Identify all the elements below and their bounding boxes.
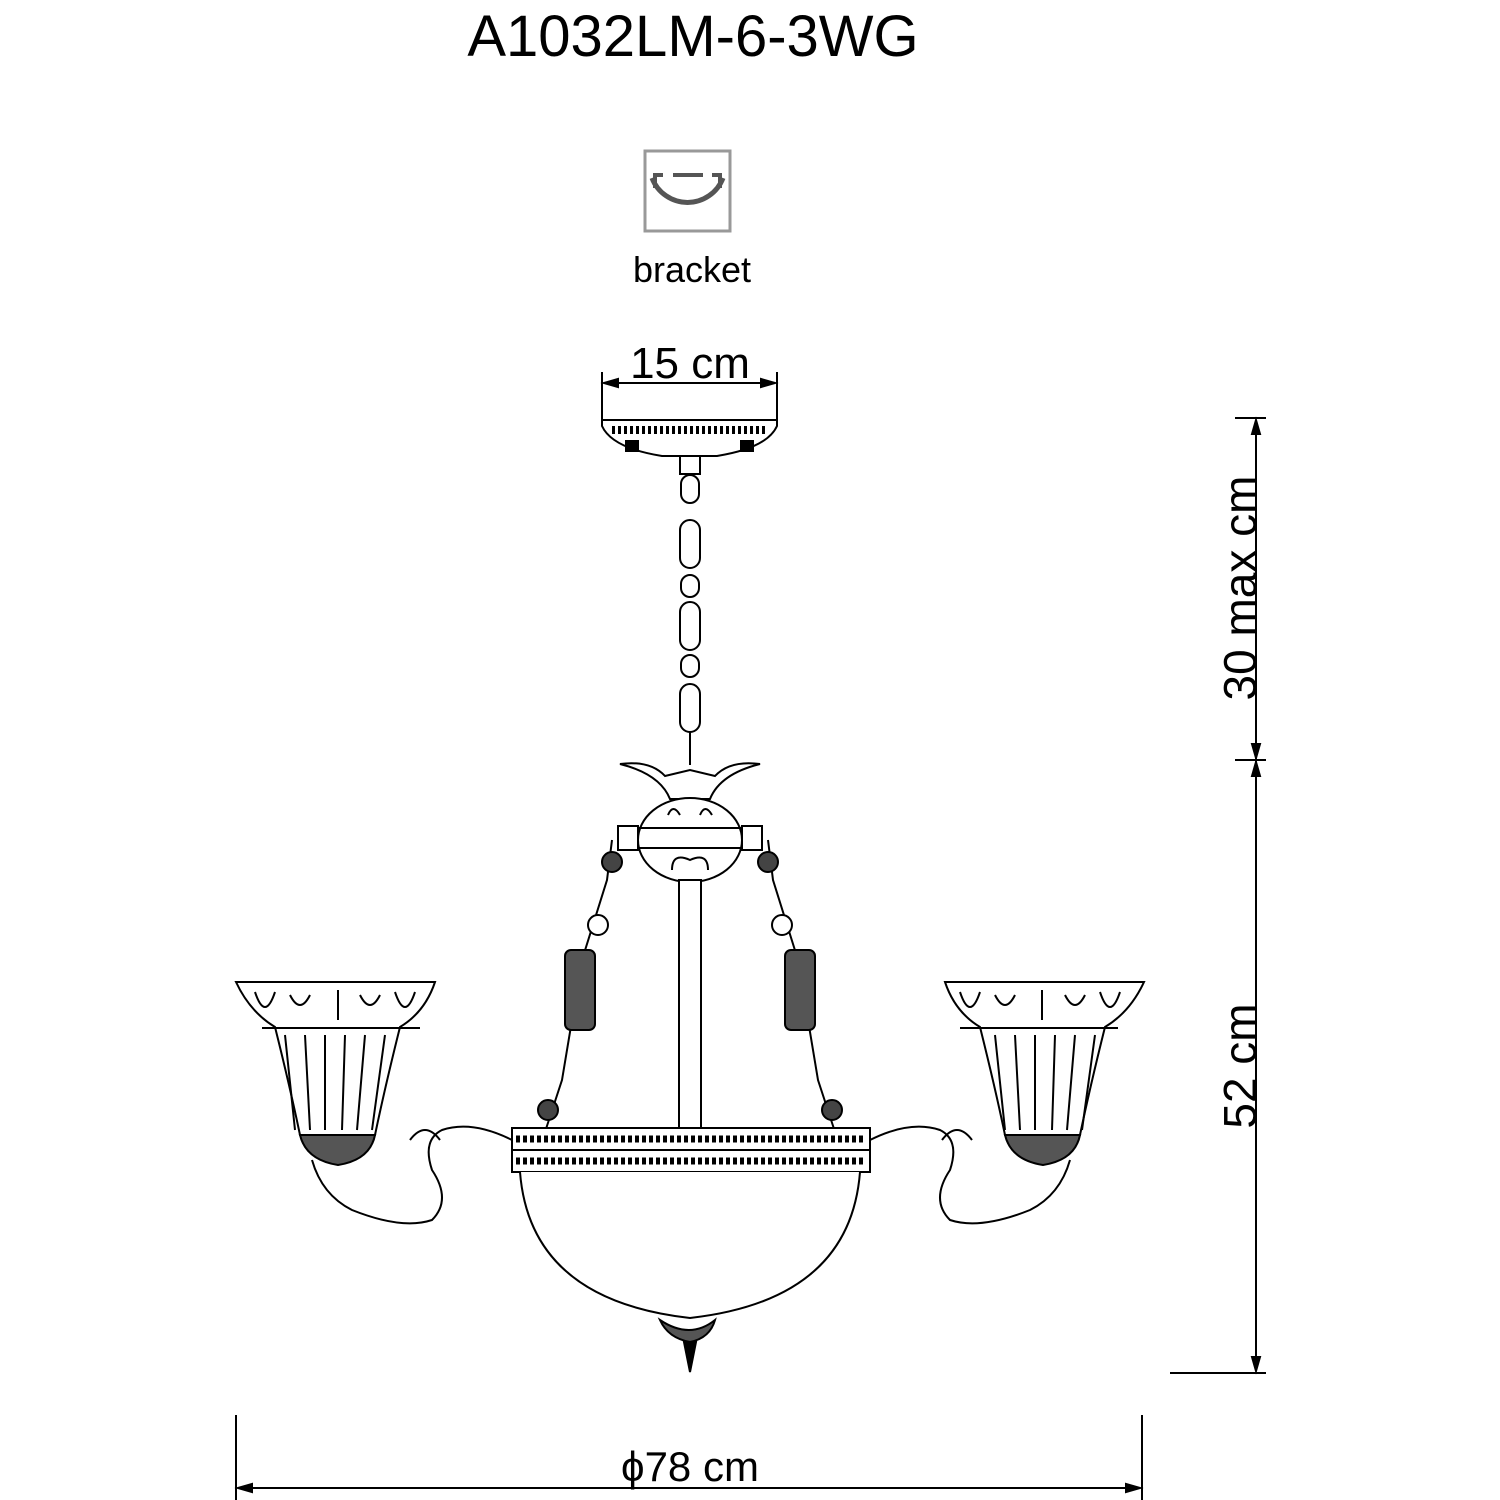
arms bbox=[311, 1125, 1071, 1225]
chain bbox=[679, 474, 701, 765]
bracket-icon bbox=[643, 149, 732, 233]
canopy-width-label: 15 cm bbox=[630, 339, 750, 388]
left-shade bbox=[234, 981, 437, 1167]
height-dimension-lines bbox=[1170, 416, 1266, 1375]
diameter-dimension-line bbox=[234, 1415, 1144, 1500]
central-body bbox=[617, 762, 763, 1131]
chain-length-label: 30 max cm bbox=[1214, 475, 1266, 701]
side-chains bbox=[537, 839, 843, 1136]
bowl bbox=[511, 1127, 871, 1373]
right-shade bbox=[943, 981, 1146, 1167]
bracket-label: bracket bbox=[632, 249, 752, 290]
diameter-label: ϕ78 cm bbox=[621, 1443, 759, 1490]
canopy-dimension-line bbox=[600, 372, 779, 425]
ceiling-canopy bbox=[601, 419, 778, 475]
product-title: A1032LM-6-3WG bbox=[467, 4, 919, 69]
body-height-label: 52 cm bbox=[1214, 1003, 1266, 1129]
